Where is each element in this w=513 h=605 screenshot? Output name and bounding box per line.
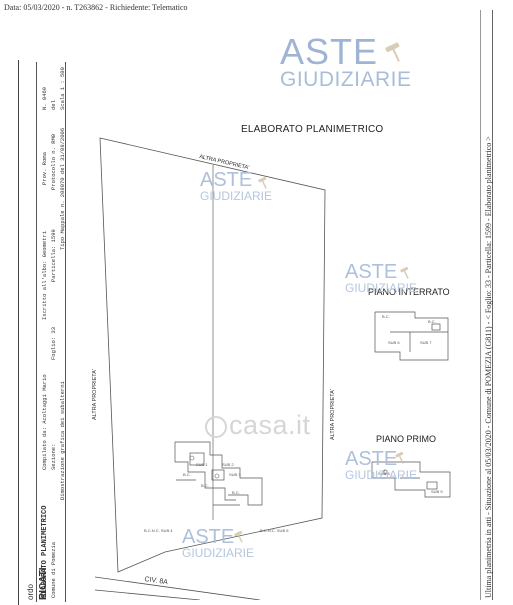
watermark-line1: ASTE: [182, 526, 235, 548]
gavel-icon: [400, 266, 409, 279]
svg-text:B.C.: B.C.: [183, 472, 191, 477]
svg-text:SUB 3: SUB 3: [229, 472, 241, 477]
side-note-visura: Ultima planimetria in atti - Situazione …: [484, 136, 493, 598]
drawing-title: ELABORATO PLANIMETRICO: [241, 124, 384, 135]
sheet-border-right: [492, 10, 493, 600]
casa-logo-icon: [205, 416, 227, 438]
svg-text:B.C.: B.C.: [382, 314, 390, 319]
watermark-casa: casa.it: [229, 410, 311, 440]
watermark-line1: ASTE: [345, 261, 398, 283]
gavel-icon: [385, 42, 400, 62]
watermark-line1: ASTE: [280, 31, 379, 72]
sheet-border-left: [18, 60, 19, 605]
svg-text:SUB 6: SUB 6: [388, 340, 400, 345]
watermark-line1: ASTE: [345, 448, 398, 470]
watermark-line2: GIUDIZIARIE: [182, 546, 255, 560]
svg-text:SUB 8: SUB 8: [378, 471, 390, 476]
ground-floor-stair-symbols: [189, 455, 220, 479]
svg-text:B.C.: B.C.: [428, 319, 436, 324]
watermark-line2: GIUDIZIARIE: [280, 68, 412, 91]
watermark-aste-top: ASTE GIUDIZIARIE: [280, 31, 412, 91]
gavel-icon: [234, 530, 243, 543]
road-line-1: [94, 576, 261, 600]
watermark-aste-bottom: ASTE GIUDIZIARIE: [182, 527, 254, 559]
watermark-aste-mid: ASTE GIUDIZIARIE: [200, 170, 272, 202]
svg-text:SUB 1: SUB 1: [196, 462, 208, 467]
floor-label-interrato: PIANO INTERRATO: [368, 287, 450, 297]
svg-text:B.C.N.C. SUB 5: B.C.N.C. SUB 5: [260, 528, 289, 533]
watermark-line2: GIUDIZIARIE: [345, 281, 418, 295]
title-block: [36, 62, 66, 602]
header-request-info: Data: 05/03/2020 - n. T263862 - Richiede…: [4, 3, 188, 12]
road-line-2: [94, 589, 201, 600]
first-floor-plan: [371, 461, 451, 498]
watermark-line2: GIUDIZIARIE: [345, 468, 418, 482]
gavel-icon: [395, 451, 404, 464]
svg-text:B.C.: B.C.: [201, 483, 209, 488]
svg-text:B.C.N.C. SUB 4: B.C.N.C. SUB 4: [144, 528, 173, 533]
svg-text:SUB 7: SUB 7: [420, 340, 432, 345]
watermark-line2: GIUDIZIARIE: [200, 189, 273, 203]
sheet-border-inner-right: [480, 10, 481, 600]
svg-text:SUB 9: SUB 9: [431, 489, 443, 494]
parcel-outline: [99, 137, 326, 573]
basement-plan: [374, 311, 449, 361]
floor-label-primo: PIANO PRIMO: [376, 434, 437, 444]
watermark-aste-primo: ASTE GIUDIZIARIE: [345, 449, 417, 481]
gavel-icon: [258, 176, 267, 189]
watermark-aste-interrato: ASTE GIUDIZIARIE: [345, 262, 417, 294]
ground-floor-units: [174, 441, 263, 506]
svg-text:B.C.: B.C.: [232, 490, 240, 495]
watermark-line1: ASTE: [200, 169, 253, 191]
svg-text:SUB 2: SUB 2: [222, 462, 234, 467]
